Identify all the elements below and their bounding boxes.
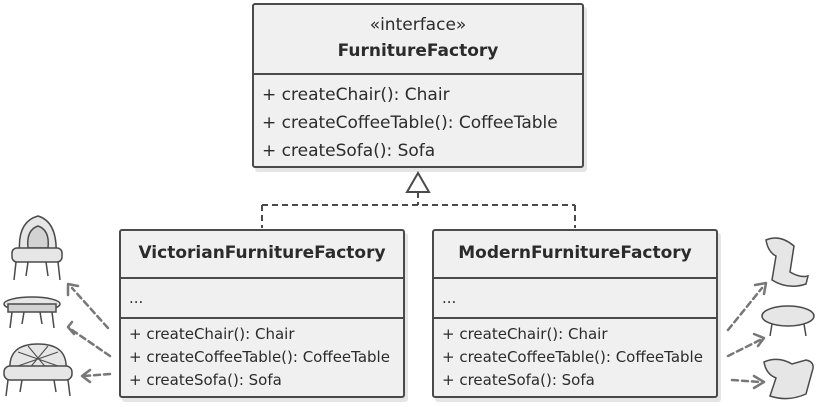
arrowhead-icon	[752, 374, 766, 390]
method-create-coffee-table: + createCoffeeTable(): CoffeeTable	[262, 113, 558, 133]
fields-ellipsis: ...	[442, 289, 457, 307]
class-methods: + createChair(): Chair + createCoffeeTab…	[434, 317, 716, 396]
victorian-chair-icon	[11, 215, 63, 281]
interface-name: FurnitureFactory	[337, 41, 499, 61]
victorian-sofa-icon	[3, 343, 73, 397]
class-name: VictorianFurnitureFactory	[138, 243, 386, 263]
interface-methods: + createChair(): Chair + createCoffeeTab…	[254, 73, 582, 166]
class-fields: ...	[434, 277, 716, 317]
fields-ellipsis: ...	[129, 289, 144, 307]
modern-sofa-icon	[763, 358, 814, 400]
arrow-chair-right	[726, 286, 764, 332]
arrow-table-right	[726, 338, 762, 358]
arrowhead-icon	[752, 332, 766, 348]
method-create-chair: + createChair(): Chair	[442, 325, 608, 343]
realization-arrowhead-icon	[405, 171, 431, 193]
method-create-chair: + createChair(): Chair	[129, 325, 295, 343]
arrowhead-icon	[80, 368, 92, 384]
victorian-coffee-table-icon	[3, 296, 61, 329]
victorian-furniture-factory-class: VictorianFurnitureFactory ... + createCh…	[119, 229, 405, 398]
interface-header: «interface» FurnitureFactory	[254, 5, 582, 73]
class-header: ModernFurnitureFactory	[434, 231, 716, 277]
method-create-sofa: + createSofa(): Sofa	[442, 371, 595, 389]
interface-stereotype: «interface»	[369, 15, 467, 35]
modern-coffee-table-icon	[761, 305, 815, 337]
arrowhead-icon	[753, 281, 768, 296]
arrow-chair-left	[70, 286, 110, 330]
arrow-sofa-right	[730, 378, 762, 384]
method-create-coffee-table: + createCoffeeTable(): CoffeeTable	[129, 348, 390, 366]
arrow-table-left	[70, 328, 112, 358]
method-create-chair: + createChair(): Chair	[262, 85, 450, 105]
method-create-sofa: + createSofa(): Sofa	[262, 141, 436, 161]
method-create-coffee-table: + createCoffeeTable(): CoffeeTable	[442, 348, 703, 366]
class-header: VictorianFurnitureFactory	[121, 231, 403, 277]
method-create-sofa: + createSofa(): Sofa	[129, 371, 282, 389]
arrow-sofa-left	[82, 372, 112, 378]
modern-chair-icon	[765, 237, 810, 287]
class-name: ModernFurnitureFactory	[458, 243, 692, 263]
furniture-factory-interface: «interface» FurnitureFactory + createCha…	[252, 3, 584, 168]
class-methods: + createChair(): Chair + createCoffeeTab…	[121, 317, 403, 396]
class-fields: ...	[121, 277, 403, 317]
arrowhead-icon	[66, 320, 76, 336]
modern-furniture-factory-class: ModernFurnitureFactory ... + createChair…	[432, 229, 718, 398]
arrowhead-icon	[66, 282, 80, 297]
